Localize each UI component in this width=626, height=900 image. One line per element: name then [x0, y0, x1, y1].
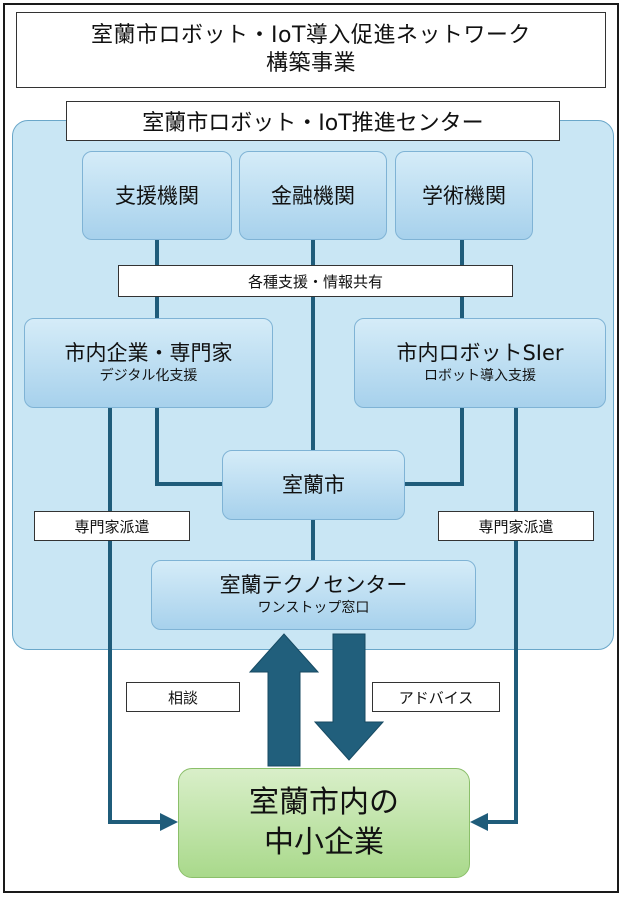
city-label: 室蘭市 — [282, 473, 345, 497]
advice-arrow — [313, 633, 385, 761]
sme-line-2: 中小企業 — [264, 825, 384, 860]
companies-title: 市内企業・専門家 — [64, 341, 233, 365]
sier-subtitle: ロボット導入支援 — [424, 368, 536, 384]
support-institution-label: 支援機関 — [115, 183, 199, 208]
arrowhead-right — [470, 813, 488, 831]
shared-support-banner: 各種支援・情報共有 — [118, 265, 513, 297]
academic-institution-label: 学術機関 — [422, 183, 506, 208]
academic-institution-node: 学術機関 — [395, 151, 533, 240]
support-institution-node: 支援機関 — [82, 151, 232, 240]
sier-title: 市内ロボットSIer — [396, 341, 564, 365]
outer-frame — [3, 3, 619, 893]
robot-sier-node: 市内ロボットSIer ロボット導入支援 — [354, 318, 606, 408]
consult-arrow — [248, 633, 320, 767]
title-line-2: 構築事業 — [265, 51, 356, 76]
finance-institution-label: 金融機関 — [271, 183, 355, 208]
diagram-title: 室蘭市ロボット・IoT導入促進ネットワーク 構築事業 — [16, 12, 606, 88]
expert-dispatch-right-tag: 専門家派遣 — [438, 511, 594, 541]
title-line-1: 室蘭市ロボット・IoT導入促進ネットワーク — [91, 23, 531, 48]
center-label: 室蘭市ロボット・IoT推進センター — [66, 101, 560, 141]
consult-tag: 相談 — [126, 682, 240, 712]
arrowhead-left — [160, 813, 178, 831]
finance-institution-node: 金融機関 — [239, 151, 387, 240]
techno-center-node: 室蘭テクノセンター ワンストップ窓口 — [151, 560, 476, 630]
expert-dispatch-left-tag: 専門家派遣 — [34, 511, 190, 541]
techno-subtitle: ワンストップ窓口 — [257, 600, 370, 616]
techno-title: 室蘭テクノセンター — [219, 573, 408, 597]
local-sme-node: 室蘭市内の 中小企業 — [178, 768, 470, 878]
sme-line-1: 室蘭市内の — [249, 785, 399, 820]
companies-subtitle: デジタル化支援 — [99, 368, 198, 384]
muroran-city-node: 室蘭市 — [222, 450, 405, 520]
companies-experts-node: 市内企業・専門家 デジタル化支援 — [24, 318, 273, 408]
advice-tag: アドバイス — [372, 682, 500, 712]
